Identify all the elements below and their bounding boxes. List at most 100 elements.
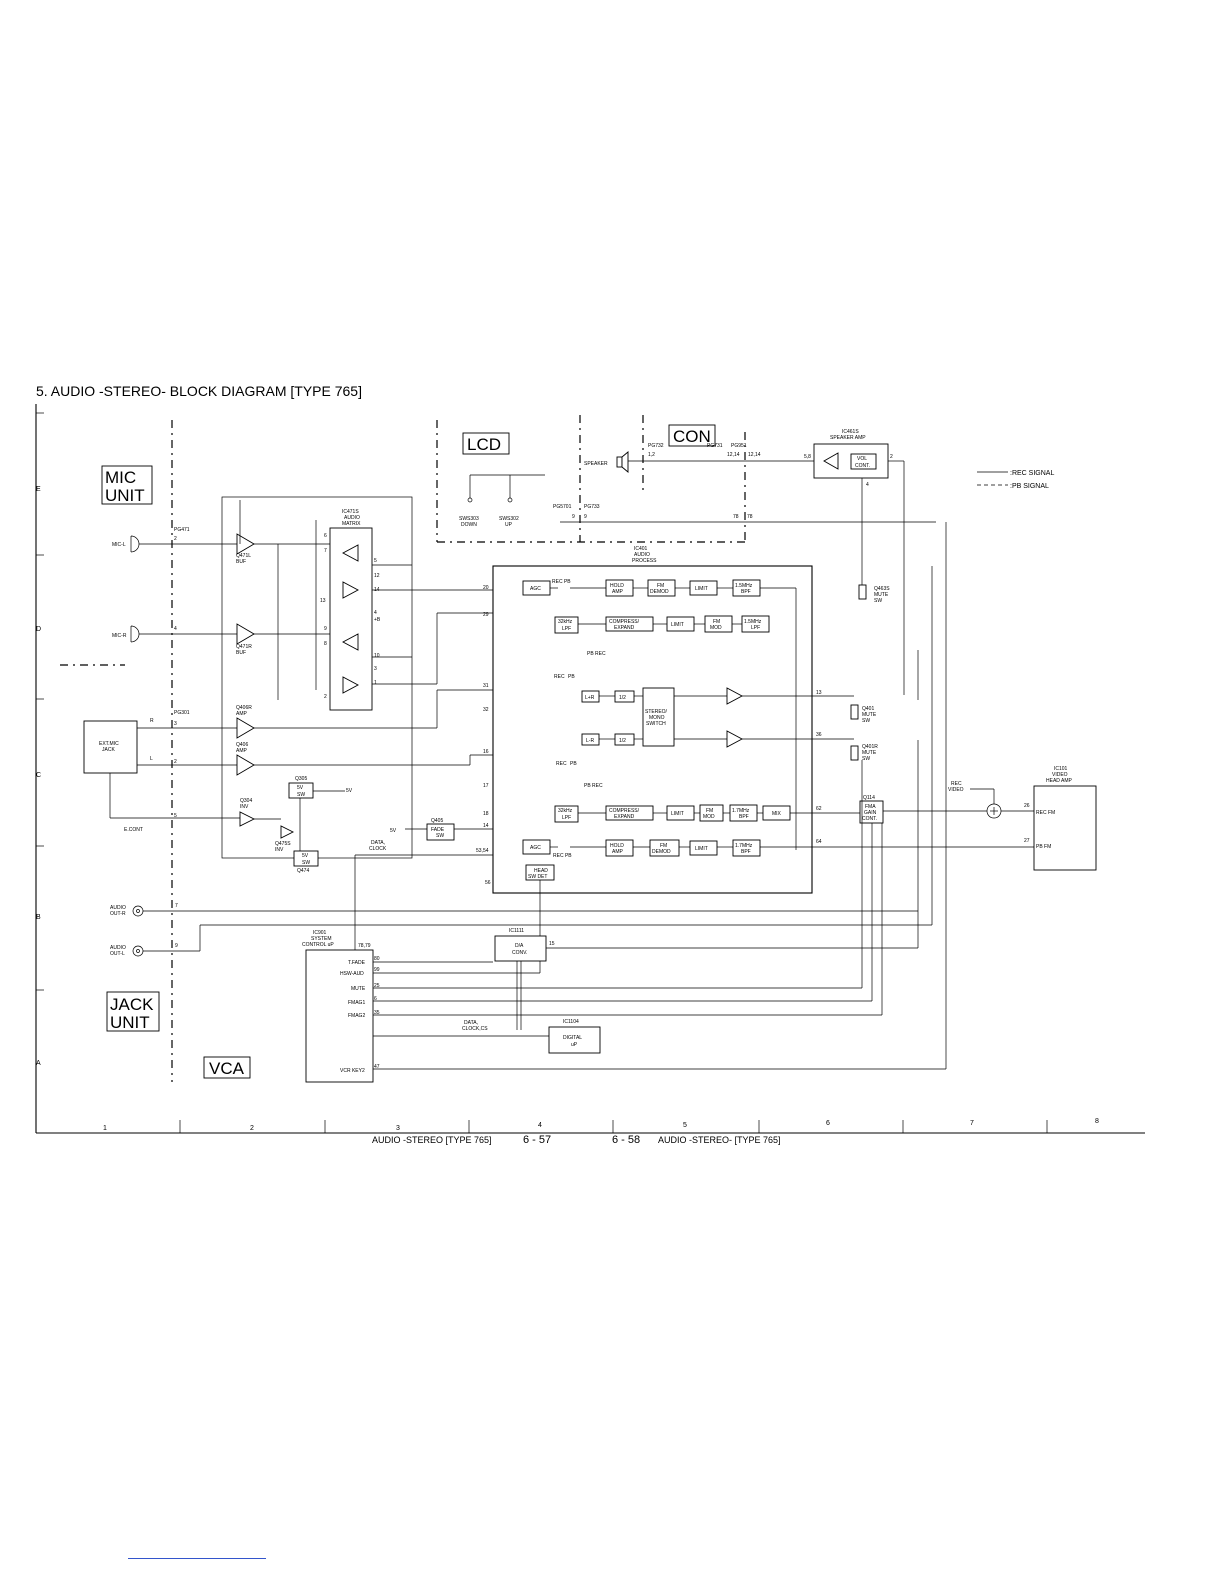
bpf15-top-2: BPF — [741, 589, 751, 595]
pg951-label: PG951 — [731, 443, 747, 449]
lpf15-2: LPF — [751, 625, 760, 631]
pin-out-9: 9 — [175, 943, 178, 949]
ic901-label-3: CONTROL uP — [302, 942, 334, 948]
ic1104-digital: IC1104 DIGITAL uP DATA, CLOCK,CS — [462, 961, 601, 1054]
pin-pg301-3: 3 — [174, 721, 177, 727]
v5-label: 5V — [346, 788, 353, 794]
ic401-label-2: AUDIO — [634, 552, 650, 558]
pb-top: PB — [568, 674, 575, 680]
pin-m12: 12 — [374, 573, 380, 579]
ic401-label-3: PROCESS — [632, 558, 657, 564]
half-top: 1/2 — [619, 695, 626, 701]
pin-i56: 56 — [485, 880, 491, 886]
q304-label-1: Q304 — [240, 798, 252, 804]
pb-bottom: PB — [570, 761, 577, 767]
limit-bottom-label: LIMIT — [695, 846, 708, 852]
pin-m8: 8 — [324, 641, 327, 647]
pin-s7879: 78,79 — [358, 943, 371, 949]
q463s-label-1: Q463S — [874, 586, 890, 592]
pin-c4: 4 — [866, 482, 869, 488]
pin-m4: 4 — [374, 610, 377, 616]
pin-m7: 7 — [324, 548, 327, 554]
rec-fm-label: REC FM — [1036, 810, 1055, 816]
pin-i16: 16 — [483, 749, 489, 755]
pin-m6: 6 — [324, 533, 327, 539]
pin-out-7: 7 — [175, 903, 178, 909]
rec-top: REC — [554, 674, 565, 680]
q463s-label-3: SW — [874, 598, 882, 604]
mic-unit-label-1: MIC — [105, 468, 136, 487]
pin-c1214a: 12,14 — [727, 452, 740, 458]
lpr-label: L+R — [585, 695, 595, 701]
pin-h27: 27 — [1024, 838, 1030, 844]
rec-video-label-1: REC — [951, 781, 962, 787]
pin-c2: 2 — [890, 454, 893, 460]
bpf17-bottom-1: 1.7MHz — [735, 843, 753, 849]
vcr-key2-label: VCR KEY2 — [340, 1068, 365, 1074]
con-label: CON — [673, 427, 711, 446]
pin-m10: 10 — [374, 653, 380, 659]
legend-pb: :PB SIGNAL — [1010, 483, 1049, 490]
compress-top-2: EXPAND — [614, 625, 635, 631]
ic901-system-control: IC901 SYSTEM CONTROL uP T.FADE HSW-AUD M… — [302, 522, 947, 1083]
sw5v-2-label-1: 5V — [302, 853, 309, 859]
fmag2-label: FMAG2 — [348, 1013, 365, 1019]
ext-mic-label-2: JACK — [102, 747, 115, 753]
grid-col-1: 1 — [103, 1125, 107, 1132]
audio2-r-label-2: OUT-R — [110, 911, 126, 917]
pin-m2: 2 — [324, 694, 327, 700]
grid-row-e: E — [36, 486, 41, 493]
hold-amp-bottom-2: AMP — [612, 849, 624, 855]
lpf32-top-1: 32kHz — [558, 619, 573, 625]
mic-processing: Q471L BUF Q471R BUF Q406R AMP Q406 AMP Q… — [221, 496, 437, 874]
footer-left-page: 6 - 57 — [523, 1134, 551, 1146]
agc-top-label: AGC — [530, 586, 541, 592]
pin-i5354: 53,54 — [476, 848, 489, 854]
sws302-label-1: SWS302 — [499, 516, 519, 522]
grid-labels: 1 2 3 4 5 6 7 8 E D C B A — [36, 486, 1099, 1132]
audio-l-label-2: OUT-L — [110, 951, 125, 957]
audio-outputs: AUDIO OUT-R AUDIO OUT-L 7 9 — [110, 566, 933, 957]
limit-mid-bottom: LIMIT — [671, 811, 684, 817]
ext-r-label: R — [150, 718, 154, 724]
hsw-aud-label: HSW-AUD — [340, 971, 364, 977]
q401r-label-1: Q401R — [862, 744, 878, 750]
legend: :REC SIGNAL :PB SIGNAL — [977, 470, 1054, 490]
compress-bottom-1: COMPRESS/ — [609, 808, 640, 814]
pin-c1214b: 12,14 — [748, 452, 761, 458]
footer-right: AUDIO -STEREO- [TYPE 765] — [658, 1135, 781, 1145]
fm-mod-bottom-2: MOD — [703, 814, 715, 820]
pg301-label: PG301 — [174, 710, 190, 716]
audio-l-label-1: AUDIO — [110, 945, 126, 951]
vol-label-2: CONT. — [855, 463, 870, 469]
q405-label: Q405 — [431, 818, 443, 824]
vca-label: VCA — [209, 1059, 245, 1078]
pin-pg471-2: 2 — [174, 536, 177, 542]
pin-m3: 3 — [374, 666, 377, 672]
data-clock-cs-1: DATA, — [464, 1020, 478, 1026]
compress-bottom-2: EXPAND — [614, 814, 635, 820]
q114-label: Q114 — [863, 795, 875, 801]
page-title: 5. AUDIO -STEREO- BLOCK DIAGRAM [TYPE 76… — [36, 383, 362, 399]
section-labels: MIC UNIT JACK UNIT VCA LCD CON — [101, 424, 716, 1079]
pb-fm-label: PB FM — [1036, 844, 1051, 850]
pin-i31: 31 — [483, 683, 489, 689]
mic-unit-label-2: UNIT — [105, 486, 145, 505]
q406r-label-2: AMP — [236, 711, 248, 717]
q463s-label-2: MUTE — [874, 592, 889, 598]
ic101-label-3: HEAD AMP — [1046, 778, 1073, 784]
q474-label: Q474 — [297, 868, 309, 874]
ic1111-da-conv: IC1111 D/A CONV. 15 — [494, 740, 919, 962]
pin-i64: 64 — [816, 839, 822, 845]
v5-fade-label: 5V — [390, 828, 397, 834]
hold-amp-bottom-1: HOLD — [610, 843, 624, 849]
mic-inputs: MIC-L MIC-R PG471 2 4 — [112, 527, 237, 643]
mic-l-label: MIC-L — [112, 542, 126, 548]
pin-d15: 15 — [549, 941, 555, 947]
fade-label-1: FADE — [431, 827, 445, 833]
jack-unit-label-1: JACK — [110, 995, 154, 1014]
pin-s25: 25 — [374, 983, 380, 989]
limit-mid-top: LIMIT — [671, 622, 684, 628]
stereo-label-3: SWITCH — [646, 721, 666, 727]
sw5v-1-label-2: SW — [297, 792, 305, 798]
